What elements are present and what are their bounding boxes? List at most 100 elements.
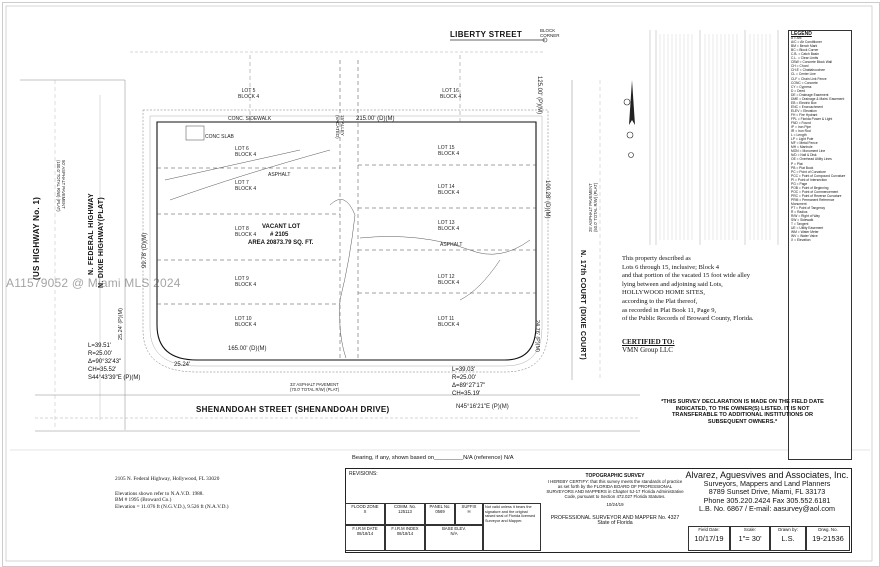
dimension-left-bottom: 25.24' (P)(M) bbox=[118, 308, 124, 340]
legend-item: UE = Utility Easement bbox=[791, 226, 824, 231]
vacant-lot-title: VACANT LOT bbox=[262, 224, 301, 230]
legend-item: SW = Sidewalk bbox=[791, 218, 814, 223]
dimension-left: 99.78' (D)(M) bbox=[142, 232, 148, 268]
legend-item: PC = Point of Curvature bbox=[791, 169, 826, 174]
legend-item: FH = Fire Hydrant bbox=[791, 112, 818, 117]
alley-label: 15' ALLEY (VACATED) bbox=[335, 115, 345, 139]
field-date-value: 10/17/19 bbox=[694, 534, 724, 543]
legend-item: POB = Point of Beginning bbox=[791, 185, 829, 190]
description-line: according to the Plat thereof, bbox=[622, 297, 698, 305]
scale-cell: Scale: 1"= 30' bbox=[730, 526, 770, 551]
dimension-right-bottom: 24.76' (P)(M) bbox=[534, 320, 540, 352]
legend-item: WV = Water Valve bbox=[791, 234, 818, 239]
base-elev-label: BASE ELEV. bbox=[442, 526, 466, 531]
asphalt-label-right: ASPHALT bbox=[440, 242, 463, 248]
legend-item: D = Deed bbox=[791, 88, 806, 93]
comm-no-label: COMM. No. bbox=[393, 504, 417, 509]
firm-index-value: 08/18/14 bbox=[396, 531, 414, 536]
legend-item: ENC = Encroachment bbox=[791, 104, 823, 109]
legend-item: N/D = Nail & Disk bbox=[791, 153, 817, 158]
legend-item: IP = Iron Pipe bbox=[791, 125, 812, 130]
conc-sidewalk-label: CONC. SIDEWALK bbox=[228, 116, 272, 122]
description-line: and that portion of the vacated 15 foot … bbox=[622, 272, 750, 280]
elevation-note-2: BM # 1995 (Broward Co.) bbox=[115, 497, 172, 504]
legend-item: BM = Bench Mark bbox=[791, 44, 818, 49]
flood-zone-value: X bbox=[363, 509, 367, 514]
legend-item: MH = Manhole bbox=[791, 145, 813, 150]
federal-highway-label: N. FEDERAL HIGHWAY bbox=[88, 192, 95, 275]
drawing-number-cell: Drwg. No. 19-21536 bbox=[806, 526, 850, 551]
curve-left-chord: CH=35.52' bbox=[88, 367, 117, 373]
firm-index-label: F.I.R.M INDEX bbox=[391, 526, 419, 531]
panel-no-label: PANEL No. bbox=[429, 504, 451, 509]
description-line: Lots 6 through 15, inclusive; Block 4 bbox=[622, 263, 719, 271]
description-line: This property described as bbox=[622, 255, 691, 262]
professional-surveyor: PROFESSIONAL SURVEYOR AND MAPPER No. 432… bbox=[550, 514, 680, 526]
legend-item: PT = Point of Tangency bbox=[791, 206, 826, 211]
description-line: lying between and adjoining said Lots, bbox=[622, 280, 723, 288]
legend-item: CY = Cypress bbox=[791, 84, 812, 89]
bearing-bottom: N45°16'21"E (P)(M) bbox=[456, 404, 509, 410]
property-address: 2105 N. Federal Highway, Hollywood, FL 3… bbox=[115, 476, 220, 482]
legend-item: DE = Drainage Easement bbox=[791, 92, 829, 97]
topographic-certification: TOPOGRAPHIC SURVEY I HEREBY CERTIFY: tha… bbox=[545, 473, 685, 526]
lot-10-label: LOT 10 BLOCK 4 bbox=[235, 316, 257, 328]
description-line: of the Public Records of Broward County,… bbox=[622, 315, 754, 323]
firm-line-1: Surveyors, Mappers and Land Planners bbox=[703, 478, 831, 488]
block-corner-label: BLOCK CORNER bbox=[540, 28, 560, 38]
drawn-by-cell: Drawn by: L.S. bbox=[770, 526, 806, 551]
legend-item: MON = Monument Line bbox=[791, 149, 826, 154]
drawn-by-value: L.S. bbox=[781, 534, 795, 543]
base-elev-value: N/A bbox=[450, 531, 458, 536]
certified-to: CERTIFIED TO: VMN Group LLC bbox=[622, 338, 675, 354]
field-date-label: Field Date: bbox=[698, 527, 720, 532]
lot-9-label: LOT 9 BLOCK 4 bbox=[235, 276, 257, 288]
lot-11-label: LOT 11 BLOCK 4 bbox=[438, 316, 460, 328]
n17th-court-label: N. 17th COURT (DIXIE COURT) bbox=[579, 250, 586, 360]
legend-item: CBW = Concrete Block Wall bbox=[791, 60, 833, 65]
curve-left-length: L=39.51' bbox=[88, 343, 112, 349]
elevation-note-3: Elevation = 11.076 ft (N.G.V.D.), 9.526 … bbox=[115, 503, 229, 510]
dimension-right: 100.28' (D)(M) bbox=[544, 180, 550, 219]
certified-heading: CERTIFIED TO: bbox=[622, 338, 675, 346]
firm-date-label: F.I.R.M DATE bbox=[352, 526, 378, 531]
legend-item: A/C = Air Conditioner bbox=[791, 40, 822, 45]
field-date-cell: Field Date: 10/17/19 bbox=[688, 526, 730, 551]
legend-item: CONC = Concrete bbox=[791, 80, 818, 85]
legend-item: PG = Page bbox=[791, 181, 808, 186]
curve-left-bearing: S44°43'39"E (P)(M) bbox=[88, 375, 141, 381]
firm-block: Alvarez, Aguesvives and Associates, Inc.… bbox=[684, 471, 850, 514]
legend-title: LEGEND bbox=[791, 31, 812, 37]
legend-item: CH = Chord bbox=[791, 64, 809, 69]
comm-no-value: 125113 bbox=[398, 509, 412, 514]
flood-zone-cell: FLOOD ZONE X bbox=[345, 503, 385, 525]
curve-right-radius: R=25.00' bbox=[452, 375, 476, 381]
firm-date-value: 08/18/14 bbox=[356, 531, 374, 536]
drawn-by-label: Drawn by: bbox=[778, 527, 798, 532]
lot-5-label: LOT 5 BLOCK 4 bbox=[238, 88, 260, 100]
panel-no-cell: PANEL No. 0569 bbox=[425, 503, 455, 525]
flood-zone-label: FLOOD ZONE bbox=[351, 504, 379, 509]
legend-item: PRM = Permanent Reference Monument bbox=[791, 197, 835, 206]
legend-item: P = Plat bbox=[791, 161, 803, 166]
legend-item: R/W = Right of Way bbox=[791, 214, 820, 219]
suffix-label: SUFFIX bbox=[461, 504, 477, 509]
liberty-street-label: LIBERTY STREET bbox=[450, 30, 523, 39]
legend-item: A = Arc bbox=[791, 36, 802, 41]
drawing-number-value: 19-21536 bbox=[812, 534, 844, 543]
dimension-bottom: 165.00' (D)(M) bbox=[228, 346, 267, 352]
topo-title: TOPOGRAPHIC SURVEY bbox=[585, 473, 645, 479]
legend-item: PB = Plat Book bbox=[791, 165, 814, 170]
description-line: as recorded in Plat Book 11, Page 9, bbox=[622, 306, 717, 314]
mls-watermark: A11579052 @ Miami MLS 2024 bbox=[6, 276, 181, 290]
lot-8-label: LOT 8 BLOCK 4 bbox=[235, 226, 257, 238]
curve-right-chord: CH=35.19' bbox=[452, 391, 481, 397]
lot-6-label: LOT 6 BLOCK 4 bbox=[235, 146, 257, 158]
elevation-note-1: Elevations shown refer to N.A.V.D. 1988. bbox=[115, 490, 204, 497]
legend-item: CH.E = Chattahoochee bbox=[791, 68, 825, 73]
legend-item: L = Length bbox=[791, 133, 807, 138]
firm-line-3: Phone 305.220.2424 Fax 305.552.6181 bbox=[703, 495, 831, 505]
legend-item: X = Elevation bbox=[791, 238, 811, 243]
legend-item: EB = Electric Box bbox=[791, 100, 817, 105]
